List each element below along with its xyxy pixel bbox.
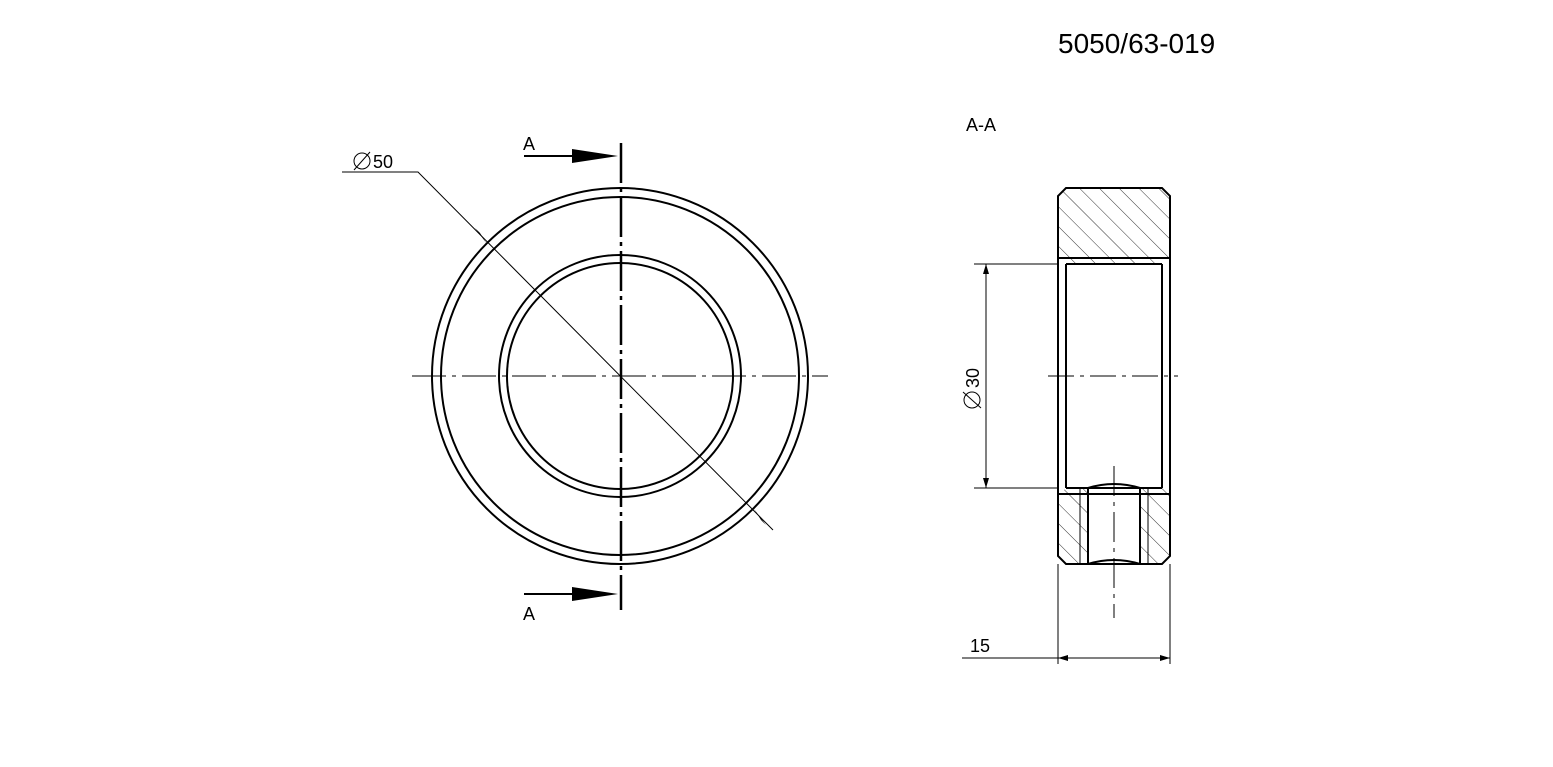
section-view: A-A 30 xyxy=(962,115,1178,664)
front-view: 50 A A xyxy=(342,134,828,624)
section-arrow-label-bottom: A xyxy=(523,604,535,624)
section-view-title: A-A xyxy=(966,115,996,135)
width-value: 15 xyxy=(970,636,990,656)
section-outline xyxy=(1057,187,1171,565)
diameter-symbol xyxy=(963,391,981,409)
outer-chamfer-circle xyxy=(440,196,800,556)
width-dimension: 15 xyxy=(962,564,1171,664)
bore-diameter-dimension: 30 xyxy=(962,263,1058,489)
dimension-arrow-bottom xyxy=(754,509,766,525)
diameter-symbol xyxy=(353,152,371,170)
bore-diameter-value: 30 xyxy=(963,368,983,388)
section-arrow-bottom: A xyxy=(523,587,618,624)
bore-circle xyxy=(506,262,734,490)
section-arrow-label-top: A xyxy=(523,134,535,154)
drawing-number: 5050/63-019 xyxy=(1058,28,1215,59)
bore-chamfer-circle xyxy=(498,254,742,498)
outer-diameter-dimension: 50 xyxy=(342,151,774,531)
lower-section-hatch-right xyxy=(1140,488,1170,564)
upper-section-hatch xyxy=(1058,188,1170,264)
section-arrow-top: A xyxy=(523,134,618,163)
outer-diameter-value: 50 xyxy=(373,152,393,172)
lower-section-hatch-left xyxy=(1058,488,1088,564)
dimension-arrow-top xyxy=(475,228,487,244)
outer-circle xyxy=(431,187,809,565)
